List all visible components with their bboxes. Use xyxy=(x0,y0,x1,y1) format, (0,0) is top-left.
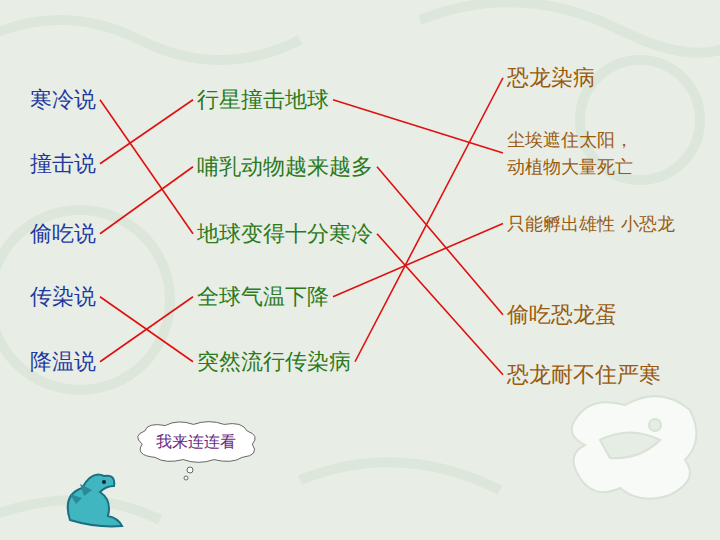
result-text-label: 尘埃遮住太阳， 动植物大量死亡 xyxy=(507,126,687,180)
result-text-label: 恐龙染病 xyxy=(507,64,595,92)
theory-name-label: 寒冷说 xyxy=(30,86,96,114)
cause-text-label: 全球气温下降 xyxy=(197,283,329,311)
cause-text-label: 行星撞击地球 xyxy=(197,86,329,114)
bubble-text: 我来连连看 xyxy=(156,432,236,452)
cause-text-label: 地球变得十分寒冷 xyxy=(197,220,373,248)
cause-text: 全球气温下降 xyxy=(197,283,329,311)
result-text: 尘埃遮住太阳， 动植物大量死亡 xyxy=(507,126,687,180)
match-line xyxy=(100,167,193,234)
match-line xyxy=(100,100,193,164)
dinosaur-icon xyxy=(68,475,122,527)
faint-pattern xyxy=(0,2,720,520)
bubble-tail xyxy=(184,476,188,480)
cause-text: 突然流行传染病 xyxy=(197,348,351,376)
cause-text: 地球变得十分寒冷 xyxy=(197,220,373,248)
cause-text: 行星撞击地球 xyxy=(197,86,329,114)
theory-name-label: 偷吃说 xyxy=(30,220,96,248)
dragon-ornament xyxy=(572,396,697,499)
speech-cloud: 我来连连看 xyxy=(132,420,260,464)
theory-name-label: 传染说 xyxy=(30,283,96,311)
theory-name: 降温说 xyxy=(30,348,96,376)
theory-name-label: 撞击说 xyxy=(30,150,96,178)
theory-name: 偷吃说 xyxy=(30,220,96,248)
result-text: 只能孵出雄性 小恐龙 xyxy=(507,210,687,237)
theory-name: 寒冷说 xyxy=(30,86,96,114)
match-line xyxy=(100,297,193,362)
theory-name: 撞击说 xyxy=(30,150,96,178)
theory-name: 传染说 xyxy=(30,283,96,311)
cause-text-label: 哺乳动物越来越多 xyxy=(197,153,373,181)
match-line xyxy=(377,167,503,315)
result-text-label: 只能孵出雄性 小恐龙 xyxy=(507,210,687,237)
match-line xyxy=(355,78,503,362)
match-line xyxy=(377,234,503,375)
result-text: 恐龙染病 xyxy=(507,64,595,92)
bubble-tail xyxy=(187,467,193,473)
cause-text: 哺乳动物越来越多 xyxy=(197,153,373,181)
match-line xyxy=(100,100,193,234)
result-text: 恐龙耐不住严寒 xyxy=(507,361,661,389)
result-text-label: 恐龙耐不住严寒 xyxy=(507,361,661,389)
match-line xyxy=(100,297,193,362)
cause-text-label: 突然流行传染病 xyxy=(197,348,351,376)
result-text: 偷吃恐龙蛋 xyxy=(507,301,617,329)
theory-name-label: 降温说 xyxy=(30,348,96,376)
result-text-label: 偷吃恐龙蛋 xyxy=(507,301,617,329)
